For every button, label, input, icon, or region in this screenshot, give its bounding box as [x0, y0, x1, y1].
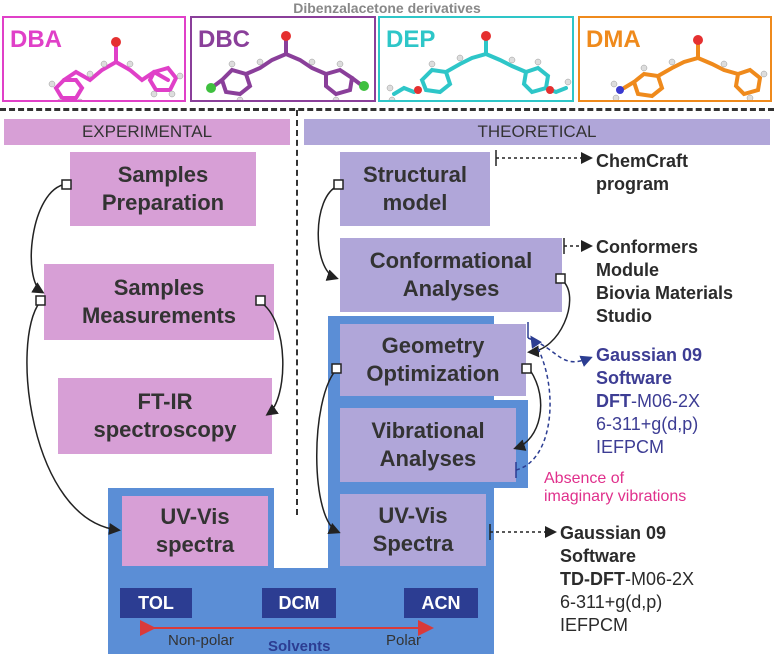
samples-preparation-line2: Preparation [101, 190, 225, 215]
solvent-nonpolar-label: Non-polar [168, 632, 234, 649]
molecule-label-dba: DBA [10, 26, 62, 53]
structural-model-line1: Structural [363, 162, 467, 187]
vibrational-box: Vibrational Analyses [340, 408, 516, 482]
uvvis-exp-line2: spectra [155, 532, 235, 557]
geometry-box: Geometry Optimization [340, 324, 526, 396]
section-divider-vertical [296, 110, 298, 515]
molecule-structure-dba [48, 37, 184, 100]
molecule-label-dma: DMA [586, 26, 641, 53]
gaussian-td-line3: TD-DFT-M06-2X [560, 568, 694, 591]
molecule-structure-dep [386, 31, 572, 100]
samples-preparation-box: Samples Preparation [70, 152, 256, 226]
absence-line2: imaginary vibrations [544, 488, 687, 505]
ftir-box: FT-IR spectroscopy [58, 378, 272, 454]
molecule-panel-dep: DEP [378, 16, 574, 102]
gaussian-td-line2: Software [560, 546, 637, 566]
gaussian-opt-method: DFT [596, 391, 631, 411]
solvent-polar-label: Polar [386, 632, 422, 649]
uvvis-theo-box: UV-Vis Spectra [340, 494, 486, 566]
molecule-structure-dbc [206, 31, 369, 100]
solvent-chip-dcm: DCM [262, 588, 336, 618]
conformers-text: Conformers Module Biovia Materials Studi… [596, 236, 733, 328]
molecule-panel-dbc: DBC [190, 16, 376, 102]
connector-struct-to-conf [317, 185, 339, 281]
ftir-line1: FT-IR [137, 389, 193, 414]
gaussian-td-line5: IEFPCM [560, 615, 629, 635]
ftir-line2: spectroscopy [93, 417, 237, 442]
geometry-line2: Optimization [366, 361, 500, 386]
absence-text: Absence of imaginary vibrations [544, 470, 686, 506]
gaussian-td-line4: 6-311+g(d,p) [560, 592, 663, 612]
samples-preparation-line1: Samples [117, 162, 209, 187]
samples-measurements-box: Samples Measurements [44, 264, 274, 340]
theoretical-header: THEORETICAL [304, 119, 770, 145]
conformers-line3: Biovia Materials [596, 283, 734, 303]
gaussian-opt-text: Gaussian 09 Software DFT-M06-2X 6-311+g(… [596, 344, 702, 459]
vibrational-line1: Vibrational [371, 418, 485, 443]
chemcraft-line2: program [596, 174, 670, 194]
gaussian-td-functional: -M06-2X [624, 569, 695, 589]
conformers-line4: Studio [596, 306, 652, 326]
gaussian-td-method: TD-DFT [560, 569, 625, 589]
gaussian-opt-line5: IEFPCM [596, 437, 665, 457]
conformational-line2: Analyses [402, 276, 500, 301]
structural-model-line2: model [382, 190, 448, 215]
absence-line1: Absence of [544, 470, 625, 487]
chemcraft-line1: ChemCraft [596, 151, 689, 171]
conformers-line1: Conformers [596, 237, 699, 257]
gaussian-opt-functional: -M06-2X [631, 391, 701, 411]
molecule-label-dep: DEP [386, 26, 436, 53]
conformational-box: Conformational Analyses [340, 238, 562, 312]
molecule-structure-dma [610, 35, 768, 100]
molecule-panel-dma: DMA [578, 16, 772, 102]
gaussian-opt-line2: Software [596, 368, 673, 388]
connector-geom-to-gaussian [527, 337, 593, 367]
experimental-header: EXPERIMENTAL [4, 119, 290, 145]
vibrational-line2: Analyses [379, 446, 477, 471]
molecule-panel-dba: DBA [2, 16, 186, 102]
section-divider-horizontal [0, 108, 774, 111]
chemcraft-text: ChemCraft program [596, 150, 688, 196]
solvent-chip-acn: ACN [404, 588, 478, 618]
uvvis-exp-box: UV-Vis spectra [122, 496, 268, 566]
samples-measurements-line1: Samples [113, 275, 205, 300]
conformers-line2: Module [596, 260, 659, 280]
samples-measurements-line2: Measurements [81, 303, 237, 328]
structural-model-box: Structural model [340, 152, 490, 226]
conformational-line1: Conformational [369, 248, 533, 273]
gaussian-td-text: Gaussian 09 Software TD-DFT-M06-2X 6-311… [560, 522, 694, 637]
solvents-label: Solvents [268, 638, 331, 655]
solvent-chip-tol: TOL [120, 588, 192, 618]
gaussian-opt-line4: 6-311+g(d,p) [596, 414, 699, 434]
gaussian-opt-line3: DFT-M06-2X [596, 390, 702, 413]
gaussian-td-line1: Gaussian 09 [560, 523, 667, 543]
gaussian-opt-line1: Gaussian 09 [596, 345, 703, 365]
figure-title: Dibenzalacetone derivatives [293, 0, 481, 16]
geometry-line1: Geometry [381, 333, 485, 358]
uvvis-exp-line1: UV-Vis [160, 504, 230, 529]
uvvis-theo-line2: Spectra [372, 531, 454, 556]
molecule-label-dbc: DBC [198, 26, 250, 53]
uvvis-theo-line1: UV-Vis [378, 503, 448, 528]
